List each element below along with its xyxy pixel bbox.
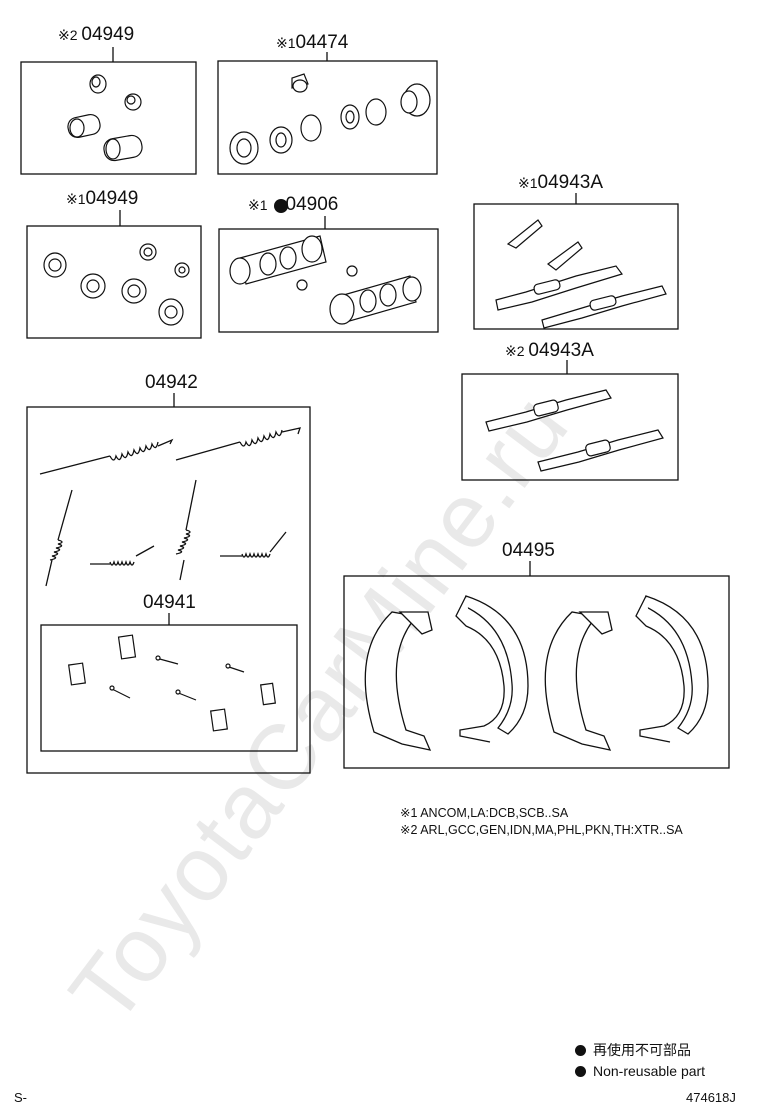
part-label-04949-1: ※104949 [66, 188, 139, 209]
part-label-04474: ※104474 [276, 32, 349, 53]
box-04943A-2 [461, 373, 679, 481]
box-04906 [218, 228, 439, 333]
part-label-04942: 04942 [145, 372, 198, 393]
legend-jp: 再使用不可部品 [575, 1040, 705, 1061]
kit-04949-1-parts [43, 243, 190, 326]
part-label-04943A-1: ※104943A [518, 172, 604, 193]
kit-04942-springs [39, 427, 301, 587]
part-label-04495: 04495 [502, 540, 555, 561]
box-04949-2 [20, 61, 197, 175]
kit-04943A-1-parts [495, 219, 667, 329]
legend-en: Non-reusable part [575, 1061, 705, 1082]
footnote-1: ※1 ANCOM,LA:DCB,SCB..SA [400, 806, 569, 820]
part-label-04943A-2: ※2 04943A [505, 340, 594, 361]
kit-04943A-2-parts [485, 389, 664, 472]
box-04495 [343, 575, 730, 769]
kit-04906-parts [229, 235, 422, 325]
footer-left: S- [14, 1090, 27, 1105]
non-reusable-dot [274, 199, 288, 213]
part-label-04949-2: ※2 04949 [58, 24, 135, 45]
footer-right: 474618J [686, 1090, 736, 1105]
footnote-2: ※2 ARL,GCC,GEN,IDN,MA,PHL,PKN,TH:XTR..SA [400, 823, 683, 837]
box-04941 [40, 624, 298, 752]
box-04942 [26, 406, 311, 774]
kit-04495-shoes [364, 595, 709, 751]
dot-icon [575, 1045, 586, 1056]
kit-04949-2-parts [67, 74, 143, 162]
kit-04474-parts [229, 73, 431, 165]
box-04949-1 [26, 225, 202, 339]
part-label-04941: 04941 [143, 592, 196, 613]
footnotes: ※1 ANCOM,LA:DCB,SCB..SA ※2 ARL,GCC,GEN,I… [400, 805, 683, 839]
kit-04941-parts [67, 634, 277, 732]
legend: 再使用不可部品 Non-reusable part [575, 1040, 705, 1082]
dot-icon [575, 1066, 586, 1077]
